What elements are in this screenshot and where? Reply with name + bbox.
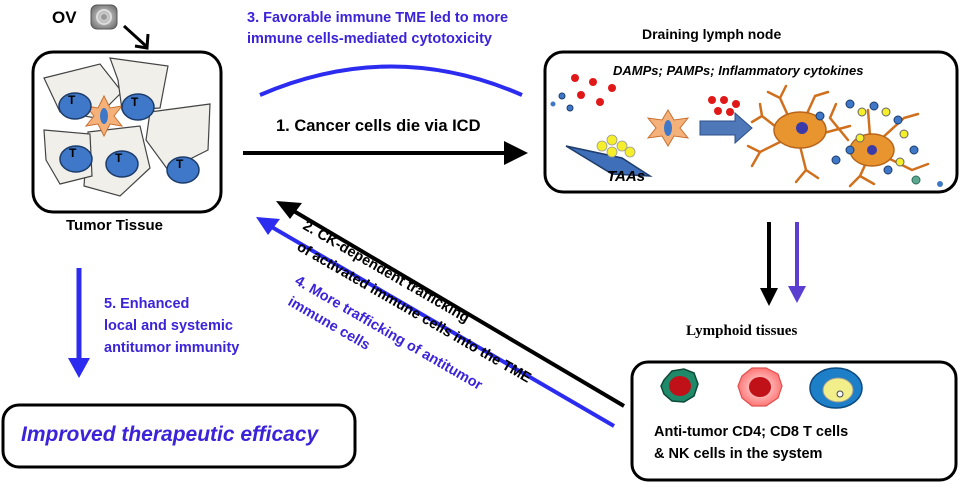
antigen-dots: [815, 99, 943, 187]
nk-cell-icon: [809, 367, 863, 409]
tumor-cell-label: T: [115, 151, 123, 165]
lymphoid-tissues-title: Lymphoid tissues: [686, 323, 798, 339]
tumor-cells: [58, 92, 200, 184]
draining-lymph-node-title: Draining lymph node: [642, 26, 782, 42]
taa-cluster: [565, 134, 653, 177]
virus-entry-arrow: [122, 24, 150, 50]
arrow-ck-trafficking: [276, 201, 626, 408]
tumor-cell-label: T: [68, 93, 76, 107]
ov-label: OV: [52, 8, 77, 27]
tumor-cell-label: T: [131, 95, 139, 109]
damp-molecules: [550, 74, 740, 116]
arrow-antitumor-trafficking: [256, 217, 616, 428]
outcome-box: [1, 403, 357, 469]
virus-icon: [90, 4, 118, 30]
lymphoid-cells-line1: Anti-tumor CD4; CD8 T cells: [654, 424, 849, 440]
outcome-label: Improved therapeutic efficacy: [21, 423, 319, 446]
tumor-tissue-label: Tumor Tissue: [66, 217, 163, 234]
dendritic-cell-icon: [646, 109, 690, 147]
lymphoid-cells-line2: & NK cells in the system: [654, 446, 823, 462]
ln-signals-label: DAMPs; PAMPs; Inflammatory cytokines: [613, 63, 864, 78]
arrow-ln-to-lymphoid-blue: [788, 222, 806, 303]
lymphoid-cells-box: [630, 360, 958, 482]
step3-line1: 3. Favorable immune TME led to more: [247, 10, 509, 26]
tumor-cell-label: T: [176, 157, 184, 171]
step5-line2: local and systemic: [104, 318, 233, 334]
step1-label: 1. Cancer cells die via ICD: [276, 117, 481, 135]
maturation-arrow: [699, 111, 753, 145]
arrow-enhanced-immunity: [68, 268, 90, 378]
step3-line2: immune cells-mediated cytotoxicity: [247, 31, 492, 47]
arrow-cancer-death: [243, 141, 528, 165]
taas-label: TAAs: [607, 168, 646, 185]
step5-line3: antitumor immunity: [104, 340, 240, 356]
blue-arc-arrow: [259, 64, 523, 97]
tumor-cell-label: T: [69, 146, 77, 160]
t-cell-icon: [737, 367, 783, 407]
t-cell-icon: [660, 368, 699, 403]
step5-line1: 5. Enhanced: [104, 296, 190, 312]
arrow-ln-to-lymphoid-black: [760, 222, 778, 306]
